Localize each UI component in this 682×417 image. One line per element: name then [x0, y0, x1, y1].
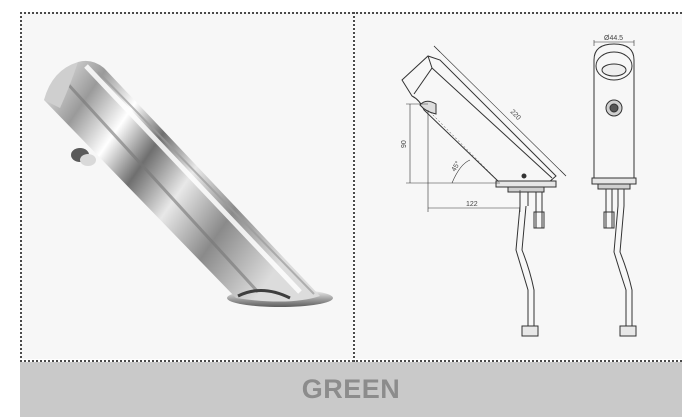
- bottom-dotted-border: [20, 360, 682, 362]
- height-dimension-label: 90: [401, 140, 408, 148]
- diameter-dimension-label: Ø44.5: [604, 35, 623, 42]
- footer-label: GREEN: [301, 374, 401, 404]
- reach-dimension-label: 122: [466, 201, 478, 208]
- left-dotted-border: [20, 12, 22, 362]
- top-dotted-border: [20, 12, 682, 14]
- center-dotted-divider: [353, 12, 355, 362]
- front-view-outline: [593, 43, 635, 179]
- footer-band: GREEN: [20, 362, 682, 417]
- angle-dimension-label: 45°: [450, 160, 462, 173]
- length-dimension-label: 220: [509, 109, 522, 122]
